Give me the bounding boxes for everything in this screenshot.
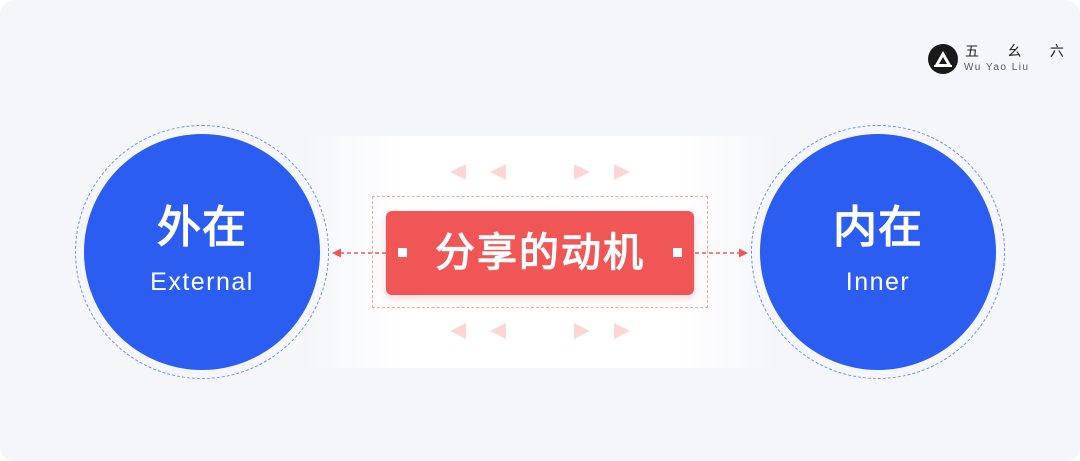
mountain-logo-icon xyxy=(928,44,958,74)
left-node-external: 外在 External xyxy=(84,134,320,370)
center-dashed-frame xyxy=(372,196,708,308)
left-node-title-en: External xyxy=(150,268,254,296)
center-pill xyxy=(386,211,694,295)
pill-dot-right xyxy=(673,248,682,257)
left-node-dashed-ring xyxy=(75,125,329,379)
right-node-title-en: Inner xyxy=(845,268,911,296)
logo-name-cn: 五 幺 六 xyxy=(965,44,1076,60)
logo-name-en: Wu Yao Liu xyxy=(964,62,1030,73)
triangle-arrow-icon xyxy=(614,323,630,339)
triangle-arrow-icon xyxy=(450,164,466,180)
triangle-arrow-icon xyxy=(490,164,506,180)
connector-arrowhead-right-icon xyxy=(739,248,748,258)
triangle-arrow-icon xyxy=(490,323,506,339)
connector-arrowhead-left-icon xyxy=(332,248,341,258)
center-title: 分享的动机 xyxy=(435,230,645,276)
right-node-title-cn: 内在 xyxy=(833,202,923,253)
pill-dot-left xyxy=(398,248,407,257)
brand-logo: 五 幺 六 Wu Yao Liu xyxy=(928,44,1064,74)
right-node-dashed-ring xyxy=(751,125,1005,379)
left-node-title-cn: 外在 xyxy=(157,202,247,253)
right-node-inner: 内在 Inner xyxy=(760,134,996,370)
triangle-arrow-icon xyxy=(574,164,590,180)
triangle-arrow-icon xyxy=(614,164,630,180)
triangle-arrow-icon xyxy=(450,323,466,339)
triangle-arrow-icon xyxy=(574,323,590,339)
